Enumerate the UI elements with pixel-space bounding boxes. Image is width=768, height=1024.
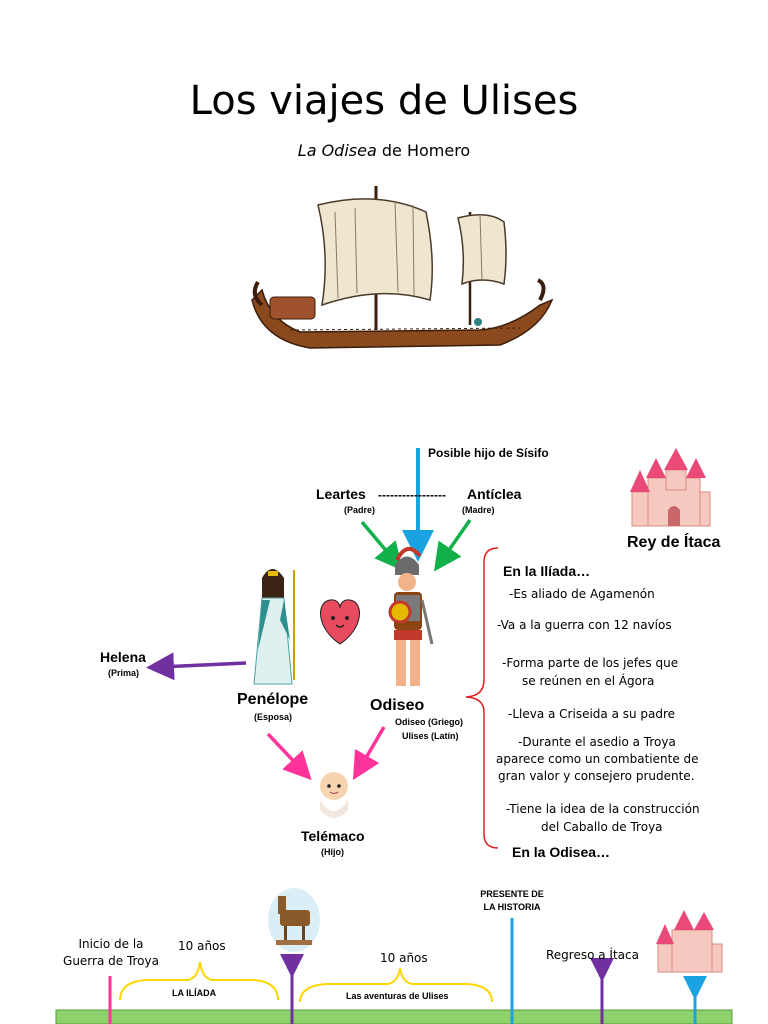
- penelope-name: Penélope: [237, 691, 309, 708]
- present-line2: LA HISTORIA: [483, 902, 541, 912]
- timeline-start-line2: Guerra de Troya: [63, 954, 159, 968]
- odiseo-alias-latin: Ulises (Latín): [402, 731, 459, 741]
- mother-role: (Madre): [462, 505, 495, 515]
- king-label: Rey de Ítaca: [627, 534, 721, 551]
- iliada-item-5b: aparece como un combatiente de: [496, 752, 699, 766]
- page-title: Los viajes de Ulises: [189, 78, 579, 124]
- present-line1: PRESENTE DE: [480, 889, 544, 899]
- iliada-item-1: -Es aliado de Agamenón: [509, 587, 655, 601]
- subtitle-rest: de Homero: [376, 141, 471, 160]
- penelope-figure: [253, 569, 295, 685]
- odiseo-alias-greek: Odiseo (Griego): [395, 717, 464, 727]
- return-label: Regreso a Ítaca: [546, 948, 639, 962]
- trojan-horse-icon: [268, 888, 320, 952]
- dashes: -----------------: [378, 488, 446, 502]
- castle-bottom-icon: [656, 910, 723, 973]
- iliada-item-5c: gran valor y consejero prudente.: [498, 769, 695, 783]
- heart-icon: [320, 599, 360, 645]
- possible-father-label: Posible hijo de Sísifo: [428, 446, 549, 460]
- iliada-item-3b: se reúnen en el Ágora: [522, 674, 655, 688]
- timeline-bar: [55, 1009, 733, 1024]
- page-subtitle: La Odisea de Homero: [0, 141, 768, 160]
- iliada-item-2: -Va a la guerra con 12 navíos: [497, 618, 672, 632]
- telemaco-role: (Hijo): [321, 847, 344, 857]
- iliada-item-6a: -Tiene la idea de la construcción: [506, 802, 700, 816]
- present-label: PRESENTE DE LA HISTORIA: [462, 888, 562, 914]
- years-label-1: 10 años: [178, 939, 226, 953]
- odisea-heading: En la Odisea…: [512, 844, 611, 860]
- years-label-2: 10 años: [380, 951, 428, 965]
- castle-icon: [630, 448, 711, 527]
- iliada-item-4: -Lleva a Criseida a su padre: [508, 707, 676, 721]
- telemaco-name: Telémaco: [301, 828, 365, 844]
- father-role: (Padre): [344, 505, 376, 515]
- baby-icon: [320, 772, 348, 818]
- mother-name: Antíclea: [467, 486, 522, 502]
- iliada-item-6b: del Caballo de Troya: [541, 820, 663, 834]
- odiseo-figure: [388, 547, 434, 686]
- timeline-start-label: Inicio de la Guerra de Troya: [56, 936, 166, 970]
- iliada-item-5a: -Durante el asedio a Troya: [518, 735, 676, 749]
- iliada-item-3a: -Forma parte de los jefes que: [502, 656, 679, 670]
- iliada-heading: En la Ilíada…: [503, 563, 591, 579]
- subtitle-italic: La Odisea: [297, 141, 377, 160]
- timeline-start-line1: Inicio de la: [78, 937, 144, 951]
- penelope-role: (Esposa): [254, 712, 293, 722]
- iliada-period-label: LA ILÍADA: [172, 988, 217, 998]
- ship-icon: [251, 186, 554, 349]
- helena-role: (Prima): [108, 668, 140, 678]
- helena-name: Helena: [100, 649, 146, 665]
- odiseo-name: Odiseo: [370, 697, 425, 714]
- aventuras-period-label: Las aventuras de Ulises: [346, 991, 449, 1001]
- father-name: Leartes: [316, 486, 366, 502]
